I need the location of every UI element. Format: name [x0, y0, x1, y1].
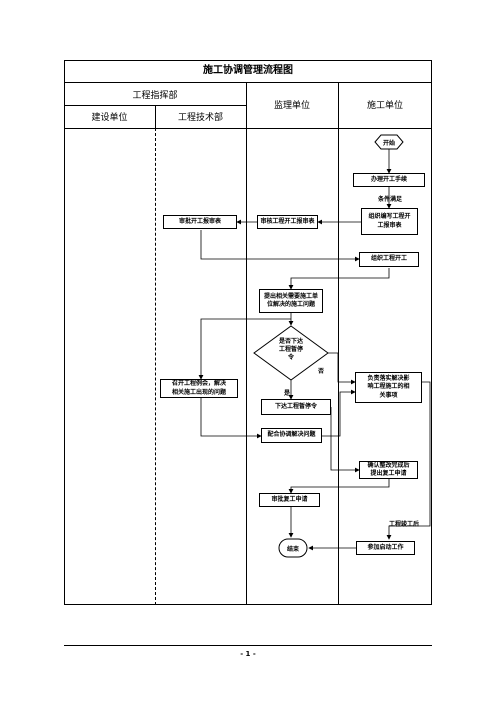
edge-label-completion: 工程竣工后 — [389, 521, 420, 528]
decision-node: 是否下达 工程暂停 令 — [278, 338, 303, 362]
edge-decision-resolve — [328, 352, 356, 385]
footer-rule — [64, 645, 432, 646]
node-fill-report: 组织编写工程开 工报审表 — [361, 208, 418, 235]
header-command: 工程指挥部 — [132, 91, 178, 101]
node-issue-pause: 下达工程暂停令 — [261, 399, 331, 415]
flowchart-frame — [64, 60, 432, 605]
edge-raise-meeting — [198, 318, 291, 380]
node-confirm: 确认整改完成后 提出复工申请 — [359, 461, 418, 479]
edge-organize-raise — [288, 268, 390, 290]
node-meeting: 召开工程例会，解决 相关施工出现的问题 — [160, 379, 238, 398]
column-divider-dashed — [155, 128, 156, 605]
edge-label-conditions: 条件满足 — [378, 196, 403, 203]
node-review-report: 审核工程开工报审表 — [257, 215, 318, 229]
header-tech: 工程技术部 — [177, 113, 223, 123]
edge-meeting-coordinate — [200, 398, 262, 439]
node-join-startup: 参加启动工作 — [356, 541, 415, 555]
edge-pause-confirm — [330, 407, 360, 473]
end-node-shape — [278, 538, 308, 558]
diagram-title: 施工协调管理流程图 — [203, 65, 293, 76]
edge-confirm-approve — [288, 478, 390, 494]
node-approve-report: 审批开工报审表 — [163, 215, 237, 229]
start-node: 开始 — [382, 140, 395, 147]
header-supervisor: 监理单位 — [273, 101, 310, 111]
column-divider-contractor — [338, 82, 339, 605]
column-divider-supervisor — [246, 82, 247, 605]
node-resolve: 负责落实解决影 响工程施工的相 关事项 — [355, 372, 422, 403]
header-owner: 建设单位 — [91, 113, 128, 123]
node-raise-issue: 提出相关需要施工单 位解决的施工问题 — [259, 289, 323, 313]
end-node: 结束 — [286, 546, 299, 553]
edge-label-no: 否 — [318, 368, 325, 375]
column-divider-header — [155, 105, 156, 128]
page-number: - 1 - — [240, 650, 256, 658]
header-divider — [64, 128, 432, 129]
edge-resolve-join — [386, 381, 431, 540]
node-coordinate: 配合协调解决问题 — [261, 428, 322, 443]
header-contractor: 施工单位 — [366, 101, 403, 111]
node-permits: 办理开工手续 — [353, 173, 425, 187]
start-node-shape — [374, 134, 404, 150]
node-approve-resume: 审批复工申请 — [259, 493, 320, 507]
title-divider — [64, 82, 432, 83]
edge-label-yes: 是 — [284, 390, 291, 397]
node-organize-start: 组织工程开工 — [359, 252, 419, 267]
edge-approve-organize — [200, 230, 360, 262]
